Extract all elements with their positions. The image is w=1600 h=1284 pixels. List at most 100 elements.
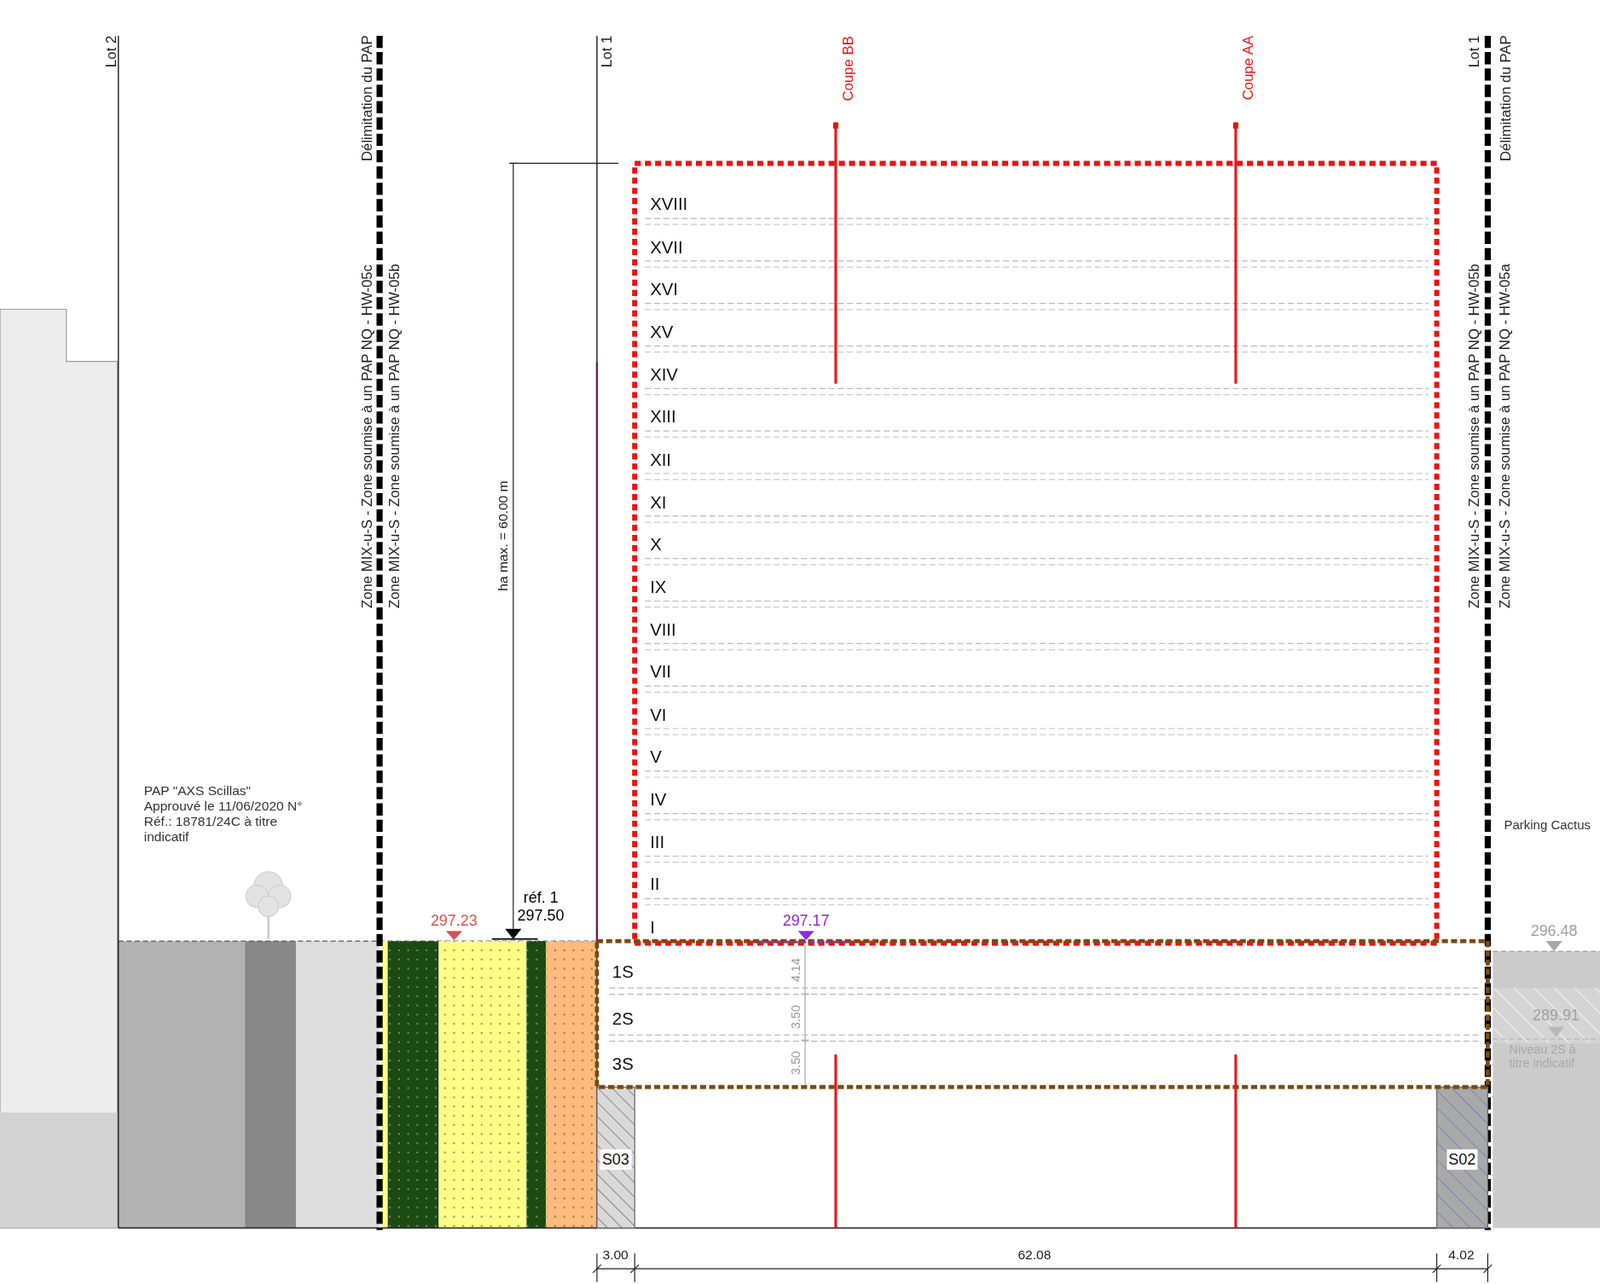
drawing-rect bbox=[118, 940, 245, 1228]
level-label: 3S bbox=[612, 1054, 634, 1075]
level-value: 297.17 bbox=[782, 910, 830, 929]
drawing-line bbox=[592, 1263, 602, 1273]
drawing-line bbox=[644, 351, 1429, 353]
drawing-line bbox=[509, 162, 518, 164]
drawing-rect bbox=[438, 940, 527, 1228]
drawing-line bbox=[1432, 1263, 1442, 1273]
drawing-path bbox=[1546, 940, 1563, 951]
drawing-line bbox=[644, 770, 1429, 772]
drawing-rect bbox=[0, 1112, 118, 1228]
drawing-line bbox=[644, 472, 1429, 474]
level-label: XIV bbox=[649, 365, 679, 386]
drawing-line bbox=[1492, 950, 1600, 951]
level-label: XI bbox=[649, 492, 667, 513]
drawing-path bbox=[0, 309, 118, 1229]
drawing-line bbox=[644, 260, 1429, 261]
section-marker: Coupe AA bbox=[1240, 35, 1257, 100]
drawing-line bbox=[644, 302, 1429, 304]
level-value: 296.48 bbox=[1530, 921, 1578, 940]
drawing-line bbox=[644, 224, 1429, 226]
level-value: 289.91 bbox=[1532, 1006, 1580, 1025]
drawing-g bbox=[835, 122, 1236, 1229]
drawing-rect bbox=[545, 940, 598, 1228]
drawing-rect bbox=[597, 940, 1488, 1087]
dimension: 3.50 bbox=[789, 1003, 805, 1028]
drawing-line bbox=[1233, 122, 1239, 129]
drawing-rect bbox=[1437, 1086, 1489, 1228]
level-label: 1S bbox=[612, 962, 634, 983]
drawing-line bbox=[644, 266, 1429, 267]
drawing-line bbox=[608, 1034, 1480, 1036]
drawing-line bbox=[644, 388, 1429, 389]
drawing-line bbox=[800, 1039, 810, 1041]
drawing-path bbox=[446, 930, 463, 940]
drawing-line bbox=[597, 1268, 1488, 1270]
level-label: V bbox=[649, 747, 662, 768]
drawing-line bbox=[512, 162, 514, 928]
drawing-line bbox=[492, 938, 539, 940]
level-label: IX bbox=[649, 577, 667, 598]
drawing-line bbox=[644, 685, 1429, 687]
tower-envelope: XVIIIXVIIXVIXVXIVXIIIXIIXIXIXVIIIVIIVIVI… bbox=[634, 162, 1437, 943]
level-value: 297.50 bbox=[517, 905, 565, 924]
zone-label: Zone MIX-u-S - Zone soumise à un PAP NQ … bbox=[1495, 263, 1513, 609]
drawing-line bbox=[1234, 1054, 1237, 1228]
level-label: XIII bbox=[649, 407, 677, 429]
level-label: X bbox=[649, 534, 662, 556]
level-label: XVII bbox=[649, 237, 683, 258]
drawing-line bbox=[644, 606, 1429, 608]
zone-label: Zone MIX-u-S - Zone soumise à un PAP NQ … bbox=[1465, 263, 1482, 609]
drawing-line bbox=[644, 430, 1429, 432]
lot-label: Lot 2 bbox=[103, 35, 120, 68]
level-label: IV bbox=[649, 789, 667, 811]
drawing-line bbox=[1484, 1263, 1493, 1273]
drawing-line bbox=[644, 904, 1429, 905]
reference-note: PAP "AXS Scillas" Approuvé le 11/06/2020… bbox=[144, 783, 306, 845]
drawing-line bbox=[1484, 35, 1491, 1230]
drawing-rect bbox=[388, 940, 440, 1228]
drawing-line bbox=[118, 1226, 1490, 1229]
level-label: 2S bbox=[612, 1008, 634, 1030]
drawing-line bbox=[804, 944, 806, 1085]
level-label: XII bbox=[649, 449, 672, 470]
drawing-rect bbox=[1492, 987, 1600, 1044]
neighbour-label: Parking Cactus bbox=[1504, 817, 1591, 832]
level-label: II bbox=[649, 875, 660, 896]
drawing-g bbox=[644, 218, 1429, 905]
drawing-line bbox=[644, 818, 1429, 820]
drawing-line bbox=[644, 691, 1429, 693]
dimension: 62.08 bbox=[1017, 1247, 1051, 1264]
drawing-line bbox=[644, 861, 1429, 863]
drawing-rect bbox=[295, 940, 380, 1228]
dimension: 3.50 bbox=[789, 1049, 805, 1074]
drawing-path bbox=[504, 928, 522, 940]
zone-label: Zone MIX-u-S - Zone soumise à un PAP NQ … bbox=[385, 263, 402, 609]
drawing-line bbox=[117, 35, 119, 1228]
boundary-label: Délimitation du PAP bbox=[358, 34, 375, 162]
drawing-line bbox=[644, 521, 1429, 522]
drawing-g bbox=[245, 871, 291, 940]
basement-envelope: 1S 2S 3S bbox=[597, 940, 1488, 1087]
drawing-line bbox=[834, 1054, 837, 1228]
reference-note: Niveau 2S à titre indicatif bbox=[1509, 1043, 1600, 1072]
drawing-line bbox=[608, 993, 1480, 995]
lot-label: Lot 1 bbox=[1465, 35, 1482, 68]
setback-zone: S02 bbox=[1437, 1086, 1489, 1228]
level-label: VI bbox=[649, 704, 667, 725]
drawing-line bbox=[644, 345, 1429, 347]
zone-label: Zone MIX-u-S - Zone soumise à un PAP NQ … bbox=[358, 264, 375, 609]
dimension: 3.00 bbox=[602, 1247, 628, 1264]
height-dimension: ha max. = 60.00 m bbox=[495, 480, 511, 591]
drawing-rect bbox=[597, 1086, 635, 1228]
drawing-line bbox=[644, 515, 1429, 516]
lot-label: Lot 1 bbox=[597, 35, 615, 68]
drawing-line bbox=[630, 1263, 639, 1273]
drawing-line bbox=[644, 855, 1429, 857]
level-label: XVI bbox=[649, 279, 679, 301]
drawing-rect bbox=[526, 940, 546, 1228]
drawing-line bbox=[644, 649, 1429, 650]
drawing-line bbox=[644, 600, 1429, 602]
drawing-line bbox=[644, 563, 1429, 565]
drawing-line bbox=[800, 993, 810, 995]
